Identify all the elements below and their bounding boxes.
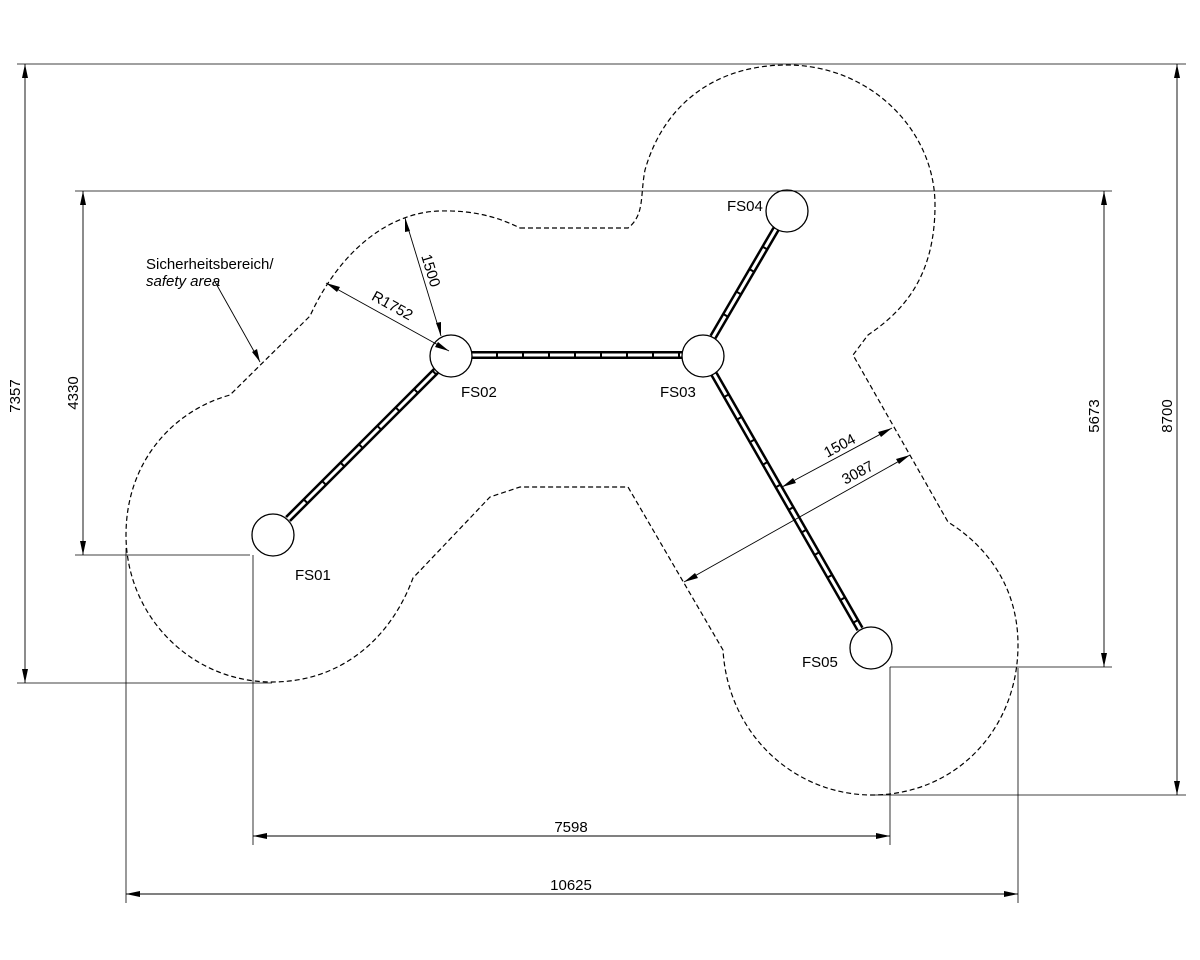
extension-lines bbox=[17, 63, 1186, 903]
safety-area-outline bbox=[125, 64, 1019, 796]
post-fs01 bbox=[251, 513, 295, 557]
dim-line-1504 bbox=[781, 427, 893, 488]
dim-text-4330: 4330 bbox=[65, 376, 82, 409]
dim-text-7357: 7357 bbox=[7, 379, 24, 412]
dim-text-3087: 3087 bbox=[839, 458, 876, 489]
dim-text-r1752: R1752 bbox=[369, 288, 416, 324]
safety-leader-arrow bbox=[252, 349, 260, 362]
beam-fs03-fs05-core bbox=[712, 373, 862, 630]
dim-text-8700: 8700 bbox=[1159, 399, 1176, 432]
label-fs03: FS03 bbox=[660, 384, 696, 401]
label-fs01: FS01 bbox=[295, 567, 331, 584]
safety-label-line1: Sicherheitsbereich/ bbox=[146, 256, 274, 273]
beam-fs03-fs04-core bbox=[711, 228, 778, 338]
post-fs03 bbox=[681, 334, 725, 378]
post-fs04 bbox=[765, 189, 809, 233]
safety-label-line2: safety area bbox=[146, 273, 220, 290]
dim-text-7598: 7598 bbox=[554, 819, 587, 836]
dim-text-10625: 10625 bbox=[550, 877, 592, 894]
label-fs04: FS04 bbox=[727, 198, 763, 215]
label-fs05: FS05 bbox=[802, 654, 838, 671]
posts bbox=[251, 189, 893, 670]
beam-fs01-fs02-core bbox=[286, 369, 438, 521]
dim-line-1500 bbox=[404, 217, 442, 337]
dim-line-3087 bbox=[683, 454, 911, 583]
dim-line-r1752 bbox=[325, 282, 450, 352]
safety-leader-line bbox=[213, 279, 261, 363]
dim-text-5673: 5673 bbox=[1086, 399, 1103, 432]
dim-text-1504: 1504 bbox=[821, 431, 858, 462]
post-fs05 bbox=[849, 626, 893, 670]
post-fs02 bbox=[429, 334, 473, 378]
beams bbox=[285, 226, 864, 631]
label-fs02: FS02 bbox=[461, 384, 497, 401]
